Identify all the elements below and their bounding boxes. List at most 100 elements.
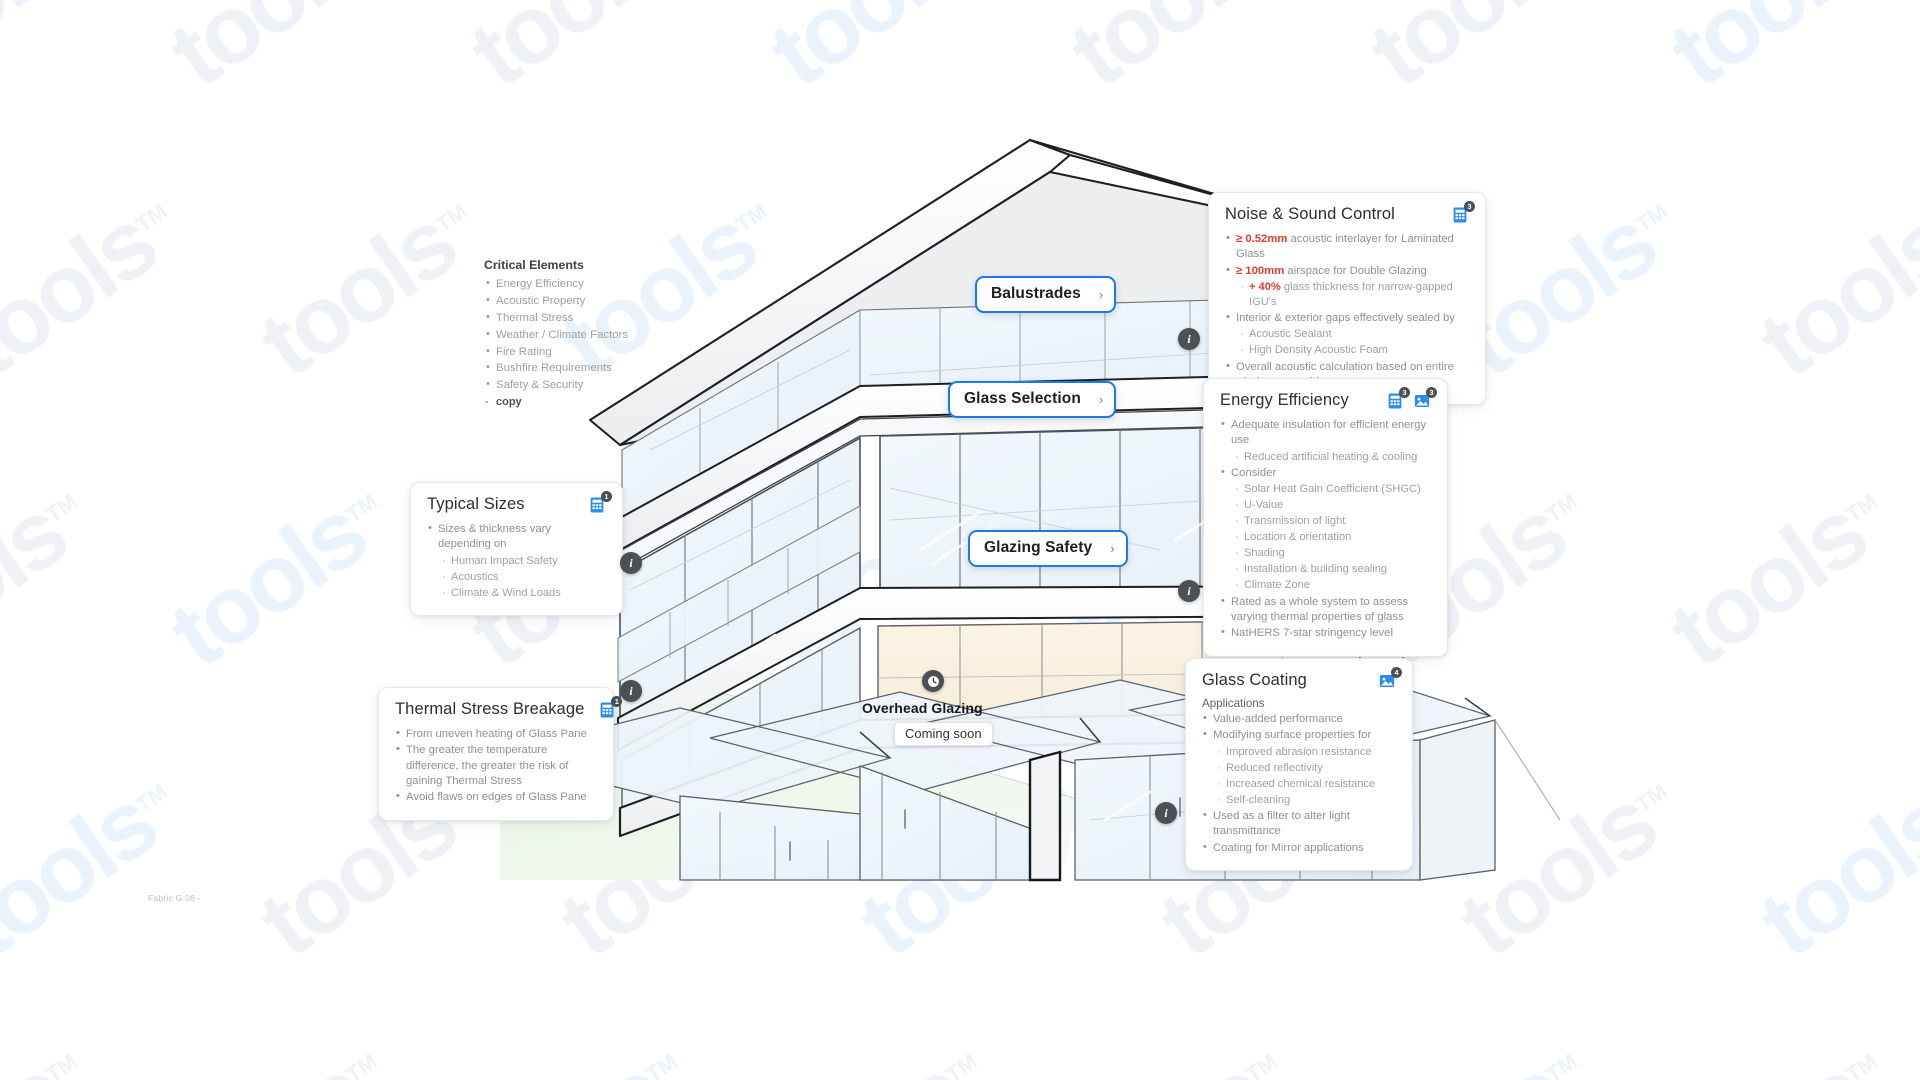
card-body: Adequate insulation for efficient energy… bbox=[1220, 417, 1431, 642]
card-header: Energy Efficiency 3 3 bbox=[1220, 387, 1437, 411]
badge-count: 3 bbox=[1426, 387, 1437, 398]
list-item: Human Impact Safety bbox=[427, 552, 606, 569]
list-item: Avoid flaws on edges of Glass Pane bbox=[395, 789, 597, 805]
emphasis-value: + 40% bbox=[1249, 280, 1281, 293]
document-icon[interactable]: 3 bbox=[1451, 201, 1475, 224]
list-item: Interior & exterior gaps effectively sea… bbox=[1225, 310, 1469, 326]
list-item-text: airspace for Double Glazing bbox=[1284, 264, 1427, 277]
watermark-tools: toolsTM bbox=[150, 479, 384, 688]
list-item: Rated as a whole system to assess varyin… bbox=[1220, 594, 1431, 626]
card-body: Sizes & thickness vary depending on Huma… bbox=[427, 521, 606, 601]
list-item: Shading bbox=[1220, 544, 1431, 561]
watermark-tools: toolsTM bbox=[1740, 189, 1920, 398]
watermark-tools: toolsTM bbox=[750, 0, 984, 108]
badge-count: 4 bbox=[1391, 667, 1402, 678]
card-header: Typical Sizes 1 bbox=[427, 491, 612, 515]
list-item: Increased chemical resistance bbox=[1202, 775, 1396, 792]
info-button-energy[interactable]: i bbox=[1178, 580, 1200, 602]
card-body: Value-added performance Modifying surfac… bbox=[1202, 711, 1396, 856]
badge-count: 1 bbox=[601, 491, 612, 502]
list-item: Weather / Climate Factors bbox=[484, 326, 684, 344]
watermark-tools: toolsTM bbox=[240, 189, 474, 398]
list-item: Climate & Wind Loads bbox=[427, 584, 606, 601]
glazing-safety-button-label: Glazing Safety bbox=[984, 539, 1093, 556]
watermark-tools: toolsTM bbox=[1651, 1040, 1884, 1080]
watermark-tools: toolsTM bbox=[1650, 479, 1884, 688]
watermark-tools: toolsTM bbox=[0, 479, 84, 688]
info-button-noise[interactable]: i bbox=[1178, 328, 1200, 350]
card-title: Typical Sizes bbox=[427, 495, 525, 513]
critical-elements-title: Critical Elements bbox=[484, 258, 584, 272]
list-item: Improved abrasion resistance bbox=[1202, 743, 1396, 760]
list-item: From uneven heating of Glass Pane bbox=[395, 726, 597, 742]
watermark-tools: toolsTM bbox=[1740, 769, 1920, 978]
watermark-tools: toolsTM bbox=[0, 769, 174, 978]
watermark-tools: toolsTM bbox=[0, 0, 84, 108]
chevron-right-icon: › bbox=[1110, 540, 1115, 556]
card-icons: 1 bbox=[598, 696, 623, 719]
list-item: High Density Acoustic Foam bbox=[1225, 341, 1469, 358]
list-item: The greater the temperature difference, … bbox=[395, 742, 597, 789]
list-item: Reduced reflectivity bbox=[1202, 759, 1396, 776]
card-typical-sizes: Typical Sizes 1 Sizes & thickness vary d… bbox=[410, 482, 623, 616]
list-item: Value-added performance bbox=[1202, 711, 1396, 727]
overhead-glazing-marker[interactable]: Overhead Glazing Coming soon bbox=[862, 670, 993, 746]
card-subhead: Applications bbox=[1202, 696, 1265, 710]
list-item: NatHERS 7-star stringency level bbox=[1220, 625, 1431, 641]
list-item-text: glass thickness for narrow-gapped IGU's bbox=[1249, 280, 1453, 308]
document-icon[interactable]: 1 bbox=[588, 491, 612, 514]
card-icons: 4 bbox=[1378, 667, 1402, 690]
list-item: Climate Zone bbox=[1220, 576, 1431, 593]
list-item: Coating for Mirror applications bbox=[1202, 840, 1396, 856]
list-item: Reduced artificial heating & cooling bbox=[1220, 448, 1431, 465]
list-item: Acoustics bbox=[427, 568, 606, 585]
document-icon[interactable]: 3 bbox=[1386, 387, 1410, 410]
card-thermal-stress-breakage: Thermal Stress Breakage 1 From uneven he… bbox=[378, 687, 623, 821]
critical-elements-list: Critical Elements Energy Efficiency Acou… bbox=[484, 258, 684, 411]
list-item: Consider bbox=[1220, 465, 1431, 481]
balustrades-button-label: Balustrades bbox=[991, 285, 1081, 302]
balustrades-button[interactable]: Balustrades › bbox=[975, 276, 1117, 313]
list-item: U-Value bbox=[1220, 496, 1431, 513]
info-button-thermal[interactable]: i bbox=[620, 680, 642, 702]
watermark-tools: toolsTM bbox=[451, 1040, 684, 1080]
badge-count: 3 bbox=[1399, 387, 1410, 398]
list-item: ≥ 100mm airspace for Double Glazing bbox=[1225, 262, 1469, 279]
list-item: ≥ 0.52mm acoustic interlayer for Laminat… bbox=[1225, 231, 1469, 263]
watermark-tools: toolsTM bbox=[151, 1040, 384, 1080]
glazing-safety-button[interactable]: Glazing Safety › bbox=[968, 530, 1128, 567]
list-item: Safety & Security bbox=[484, 376, 684, 394]
list-item: Installation & building sealing bbox=[1220, 560, 1431, 577]
list-item: Adequate insulation for efficient energy… bbox=[1220, 417, 1431, 449]
glass-selection-button[interactable]: Glass Selection › bbox=[948, 381, 1117, 418]
watermark-tools: toolsTM bbox=[1051, 1040, 1284, 1080]
critical-elements-items: Energy Efficiency Acoustic Property Ther… bbox=[484, 275, 684, 411]
document-icon[interactable]: 1 bbox=[598, 696, 623, 719]
watermark-tools: toolsTM bbox=[1650, 0, 1884, 108]
list-item: Used as a filter to alter light transmit… bbox=[1202, 808, 1396, 840]
list-item: Sizes & thickness vary depending on bbox=[427, 521, 606, 553]
image-icon[interactable]: 3 bbox=[1413, 387, 1437, 410]
watermark-tools: toolsTM bbox=[1050, 0, 1284, 108]
card-noise-sound-control: Noise & Sound Control 3 ≥ 0.52mm acousti… bbox=[1208, 192, 1486, 406]
chevron-right-icon: › bbox=[1098, 286, 1104, 302]
chevron-right-icon: › bbox=[1098, 391, 1104, 407]
watermark-tools: toolsTM bbox=[0, 189, 174, 398]
card-icons: 3 bbox=[1451, 201, 1475, 224]
card-title: Noise & Sound Control bbox=[1225, 205, 1395, 223]
list-item: Self-cleaning bbox=[1202, 791, 1396, 808]
info-button-coating[interactable]: i bbox=[1155, 802, 1177, 824]
list-item: Bushfire Requirements bbox=[484, 359, 684, 377]
card-body: From uneven heating of Glass Pane The gr… bbox=[395, 726, 597, 806]
info-button-sizes[interactable]: i bbox=[620, 552, 642, 574]
card-title: Glass Coating bbox=[1202, 671, 1307, 689]
emphasis-value: ≥ 0.52mm bbox=[1236, 232, 1288, 245]
clock-icon bbox=[922, 670, 944, 692]
list-item: Thermal Stress bbox=[484, 309, 684, 327]
overhead-glazing-label: Overhead Glazing bbox=[862, 700, 983, 716]
card-body: ≥ 0.52mm acoustic interlayer for Laminat… bbox=[1225, 231, 1469, 390]
image-icon[interactable]: 4 bbox=[1378, 667, 1402, 690]
badge-count: 1 bbox=[611, 696, 623, 707]
list-item: Energy Efficiency bbox=[484, 275, 684, 293]
